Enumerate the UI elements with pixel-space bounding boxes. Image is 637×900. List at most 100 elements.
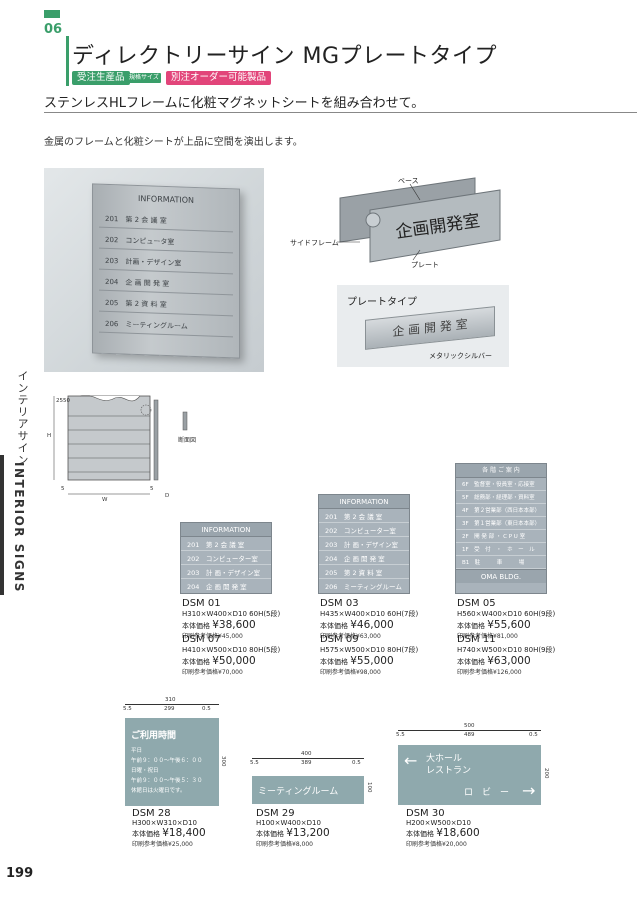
sign-dsm05: 各 階 ご 案 内 6F 監督室・役員室・応接室 5F 総務部・経理部・資料室 … bbox=[455, 463, 547, 594]
model-name: DSM 30 bbox=[406, 808, 445, 819]
ref-price: 印刷参考価格¥126,000 bbox=[457, 669, 522, 676]
label-plate: プレート bbox=[411, 261, 439, 269]
photo-sign-row: 206 ミーティングルーム bbox=[99, 315, 233, 338]
ref-price: 印刷参考価格¥63,000 bbox=[320, 633, 381, 640]
dim-right: 0.5 bbox=[202, 706, 211, 712]
sign-dsm28: ご利用時間 平日 午前９：００～午後６：００ 日曜・祝日 午前９：００～午後５：… bbox=[125, 718, 219, 806]
subtitle-divider bbox=[44, 112, 637, 113]
price-label: 本体価格 bbox=[182, 622, 210, 630]
sign-row: 204 企 画 開 発 室 bbox=[187, 583, 247, 591]
dim-left: 5.5 bbox=[396, 732, 405, 738]
caption-dsm28: DSM 28 H300×W310×D10 本体価格 ¥18,400 印刷参考価格… bbox=[132, 808, 242, 848]
photo-sign-row: 205 第 2 資 料 室 bbox=[99, 294, 233, 317]
sign-dsm03: INFORMATION 201 第 2 会 議 室 202 コンピューター室 2… bbox=[318, 494, 410, 594]
dim-height: 100 bbox=[366, 782, 372, 793]
caption-dsm30: DSM 30 H200×W500×D10 本体価格 ¥18,600 印刷参考価格… bbox=[406, 808, 521, 848]
ref-price: 印刷参考価格¥8,000 bbox=[256, 841, 313, 848]
model-name: DSM 09 bbox=[320, 634, 359, 645]
caption-dsm09: DSM 09 H575×W500×D10 80H(7段) 本体価格 ¥55,00… bbox=[320, 634, 445, 676]
sign-row: 2F 開 発 部 ・ C P U 室 bbox=[456, 530, 546, 543]
ref-price: 印刷参考価格¥45,000 bbox=[182, 633, 243, 640]
sign-line: 休館日は火曜日です。 bbox=[131, 788, 186, 794]
sign-row: 1F 受 付 ・ ホ ー ル bbox=[456, 543, 546, 556]
sign-head: INFORMATION bbox=[319, 495, 409, 509]
photo-sign-row: 202 コンピュータ室 bbox=[99, 231, 233, 254]
sign-row: 4F 第２営業部（西日本本部） bbox=[456, 504, 546, 517]
plate-type-box: プレートタイプ 企 画 開 発 室 メタリックシルバー bbox=[337, 285, 509, 367]
dim-left: 5.5 bbox=[250, 760, 259, 766]
sign-row: 3F 第１営業部（東日本本部） bbox=[456, 517, 546, 530]
dim-width-inner: 489 bbox=[464, 732, 475, 738]
photo-sign-row: 203 計画・デザイン室 bbox=[99, 252, 233, 275]
sign-line: ロ ビ ー bbox=[464, 788, 510, 798]
sign-row: 203 計 画・デザイン室 bbox=[319, 537, 409, 551]
ref-price: 印刷参考価格¥25,000 bbox=[132, 841, 193, 848]
sign-row: 6F 監督室・役員室・応接室 bbox=[456, 478, 546, 491]
sign-line: 日曜・祝日 bbox=[131, 768, 159, 774]
model-name: DSM 05 bbox=[457, 598, 496, 609]
price-label: 本体価格 bbox=[406, 830, 434, 838]
dim-five-right: 5 bbox=[150, 486, 154, 492]
model-size: H560×W400×D10 60H(9段) bbox=[457, 610, 556, 618]
dim-height: 200 bbox=[543, 768, 549, 779]
sign-row: 204 企 画 開 発 室 bbox=[319, 551, 409, 565]
section-marker bbox=[44, 10, 60, 18]
sign-row: 201 第 2 会 議 室 bbox=[319, 509, 409, 523]
label-base: ベース bbox=[398, 177, 419, 185]
caption-dsm05: DSM 05 H560×W400×D10 60H(9段) 本体価格 ¥55,60… bbox=[457, 598, 587, 640]
model-name: DSM 03 bbox=[320, 598, 359, 609]
sign-row: 202 コンピューター室 bbox=[181, 551, 271, 565]
dim-line bbox=[125, 704, 219, 705]
side-marker bbox=[0, 455, 4, 595]
model-size: H100×W400×D10 bbox=[256, 819, 321, 827]
photo-sign-head: INFORMATION bbox=[137, 194, 195, 205]
sign-dsm01: INFORMATION 201 第 2 会 議 室 202 コンピューター室 2… bbox=[180, 522, 272, 594]
dimension-drawing bbox=[53, 394, 188, 495]
price-label: 本体価格 bbox=[132, 830, 160, 838]
dim-line bbox=[252, 758, 364, 759]
dim-h: H bbox=[47, 433, 52, 439]
price-label: 本体価格 bbox=[457, 658, 485, 666]
caption-dsm01: DSM 01 H310×W400×D10 60H(5段) 本体価格 ¥38,60… bbox=[182, 598, 302, 640]
photo-sign-row: 201 第 2 会 議 室 bbox=[99, 210, 233, 233]
sign-row: 205 第 2 資 料 室 bbox=[319, 565, 409, 579]
dim-w: W bbox=[102, 497, 108, 503]
price-value: ¥13,200 bbox=[286, 827, 330, 839]
model-name: DSM 07 bbox=[182, 634, 221, 645]
sign-row: B1 駐 車 場 bbox=[456, 556, 546, 569]
dim-width-inner: 299 bbox=[164, 706, 175, 712]
badge-made-to-order: 受注生産品 bbox=[72, 71, 130, 85]
dim-line bbox=[398, 730, 541, 731]
plate-sample-text: 企 画 開 発 室 bbox=[392, 317, 468, 339]
photo-sign-row: 204 企 画 開 発 室 bbox=[99, 273, 233, 296]
price-value: ¥18,400 bbox=[162, 827, 206, 839]
dim-width-total: 400 bbox=[301, 751, 312, 757]
arrow-right-icon: → bbox=[522, 781, 536, 800]
model-size: H410×W500×D10 80H(5段) bbox=[182, 646, 281, 654]
caption-dsm11: DSM 11 H740×W500×D10 80H(9段) 本体価格 ¥63,00… bbox=[457, 634, 587, 676]
dim-height: 300 bbox=[220, 756, 226, 767]
price-value: ¥50,000 bbox=[212, 655, 256, 667]
model-size: H740×W500×D10 80H(9段) bbox=[457, 646, 556, 654]
dim-five-left: 5 bbox=[61, 486, 65, 492]
price-label: 本体価格 bbox=[320, 622, 348, 630]
sign-title: ご利用時間 bbox=[131, 731, 177, 741]
side-label-jp: インテリアサイン bbox=[16, 370, 29, 466]
model-size: H435×W400×D10 60H(7段) bbox=[320, 610, 419, 618]
price-label: 本体価格 bbox=[320, 658, 348, 666]
page-description: 金属のフレームと化粧シートが上品に空間を演出します。 bbox=[44, 137, 303, 148]
sign-line: 大ホール bbox=[426, 754, 463, 764]
caption-dsm07: DSM 07 H410×W500×D10 80H(5段) 本体価格 ¥50,00… bbox=[182, 634, 302, 676]
dim-d: D bbox=[165, 493, 170, 499]
price-value: ¥46,000 bbox=[350, 619, 394, 631]
model-name: DSM 11 bbox=[457, 634, 496, 645]
sign-foot: OMA BLDG. bbox=[456, 569, 546, 583]
ref-price: 印刷参考価格¥20,000 bbox=[406, 841, 467, 848]
dim-left: 5.5 bbox=[123, 706, 132, 712]
side-label-en: INTERIOR SIGNS bbox=[12, 462, 26, 593]
sign-line: 平日 bbox=[131, 748, 143, 754]
arrow-left-icon: ← bbox=[404, 751, 418, 770]
price-label: 本体価格 bbox=[457, 622, 485, 630]
caption-dsm29: DSM 29 H100×W400×D10 本体価格 ¥13,200 印刷参考価格… bbox=[256, 808, 366, 848]
product-photo: INFORMATION 201 第 2 会 議 室 202 コンピュータ室 20… bbox=[44, 168, 264, 372]
